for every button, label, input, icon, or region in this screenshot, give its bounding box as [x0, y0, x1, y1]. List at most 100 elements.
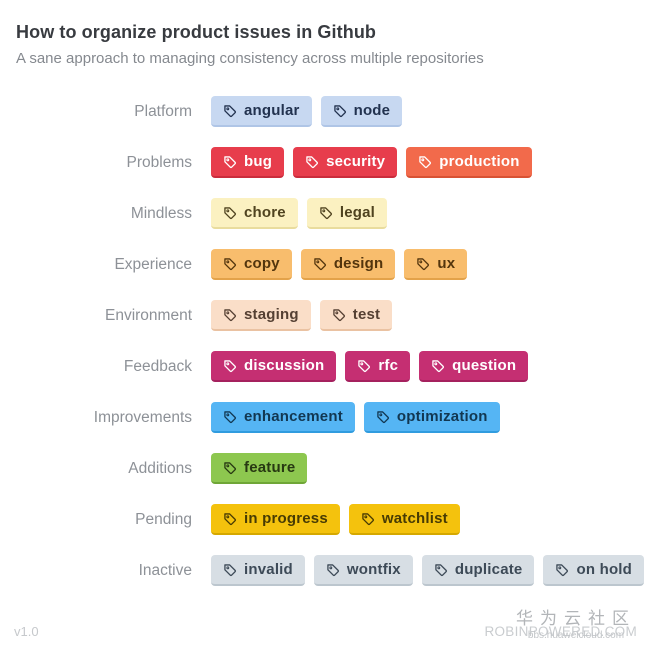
tag-icon — [432, 359, 445, 372]
tag-chip: enhancement — [211, 402, 355, 433]
category-row: Feedback discussion rfc question — [16, 351, 634, 382]
tag-chip: copy — [211, 249, 292, 280]
tag-icon — [224, 206, 236, 219]
tag-label: discussion — [244, 357, 325, 374]
category-row: Environment staging test — [16, 300, 634, 331]
tag-icon — [362, 512, 374, 525]
tag-chip: watchlist — [348, 504, 460, 535]
tag-chip: design — [300, 249, 396, 280]
category-row: Mindless chore legal — [16, 198, 634, 229]
tag-label: chore — [244, 204, 286, 221]
page-subtitle: A sane approach to managing consistency … — [16, 50, 484, 67]
tag-icon — [556, 563, 569, 576]
tag-label: test — [352, 306, 381, 323]
category-label: Pending — [135, 510, 192, 528]
tag-chip: optimization — [363, 402, 500, 433]
tag-label: question — [452, 357, 517, 374]
tag-icon — [224, 410, 236, 423]
tag-chip: staging — [211, 300, 311, 331]
category-label: Additions — [128, 459, 192, 477]
tag-chip: question — [419, 351, 529, 382]
tag-chip: security — [293, 147, 398, 178]
category-label: Feedback — [123, 357, 192, 375]
tag-label: node — [353, 102, 391, 119]
tag-icon — [435, 563, 447, 576]
tag-chip: production — [406, 147, 532, 178]
tag-icon — [417, 257, 430, 270]
tag-icon — [377, 410, 389, 423]
tag-icon — [224, 257, 236, 270]
tag-chip: ux — [404, 249, 468, 280]
brand-label: ROBINPOWERED.COM — [484, 624, 637, 639]
tag-group: angular node — [211, 96, 403, 127]
tag-chip: angular — [211, 96, 312, 127]
tag-label: feature — [244, 459, 296, 476]
tag-group: chore legal — [211, 198, 388, 229]
tag-icon — [224, 563, 236, 576]
tag-icon — [224, 308, 236, 321]
tag-icon — [333, 308, 345, 321]
tag-chip: invalid — [211, 555, 305, 586]
tag-group: in progress watchlist — [211, 504, 460, 535]
tag-icon — [320, 206, 332, 219]
tag-icon — [358, 359, 371, 372]
tag-group: staging test — [211, 300, 393, 331]
tag-chip: duplicate — [421, 555, 535, 586]
tag-icon — [314, 257, 326, 270]
tag-icon — [224, 512, 236, 525]
tag-label: design — [333, 255, 384, 272]
tag-icon — [224, 155, 236, 168]
tag-chip: test — [319, 300, 393, 331]
tag-chip: chore — [211, 198, 298, 229]
tag-chip: rfc — [345, 351, 411, 382]
category-label: Problems — [126, 153, 192, 171]
category-label: Improvements — [93, 408, 192, 426]
category-row: Experience copy design ux — [16, 249, 634, 280]
tag-label: optimization — [396, 408, 488, 425]
category-rows: Platform angular node Problems bug secur… — [16, 96, 645, 586]
tag-chip: legal — [306, 198, 388, 229]
tag-chip: bug — [211, 147, 285, 178]
category-row: Inactive invalid wontfix duplicate on ho… — [16, 555, 645, 586]
tag-label: rfc — [378, 357, 399, 374]
tag-chip: discussion — [211, 351, 337, 382]
tag-label: in progress — [244, 510, 328, 527]
category-label: Mindless — [130, 204, 192, 222]
category-label: Environment — [104, 306, 192, 324]
tag-icon — [224, 104, 236, 117]
tag-icon — [327, 563, 339, 576]
tag-chip: node — [320, 96, 403, 127]
tag-label: bug — [244, 153, 273, 170]
tag-chip: on hold — [543, 555, 645, 586]
page-title: How to organize product issues in Github — [16, 22, 377, 42]
tag-chip: in progress — [211, 504, 340, 535]
tag-icon — [333, 104, 346, 117]
version-label: v1.0 — [14, 624, 39, 639]
tag-icon — [224, 461, 236, 474]
category-label: Platform — [134, 102, 192, 120]
tag-label: duplicate — [454, 561, 523, 578]
tag-group: bug security production — [211, 147, 532, 178]
tag-group: copy design ux — [211, 249, 468, 280]
category-row: Additions feature — [16, 453, 634, 484]
tag-label: invalid — [244, 561, 293, 578]
tag-label: enhancement — [244, 408, 343, 425]
tag-label: on hold — [576, 561, 633, 578]
tag-chip: wontfix — [313, 555, 413, 586]
category-row: Pending in progress watchlist — [16, 504, 634, 535]
tag-group: enhancement optimization — [211, 402, 500, 433]
tag-label: copy — [244, 255, 280, 272]
tag-label: staging — [244, 306, 299, 323]
tag-group: discussion rfc question — [211, 351, 529, 382]
tag-icon — [419, 155, 432, 168]
tag-chip: feature — [211, 453, 308, 484]
category-row: Improvements enhancement optimization — [16, 402, 634, 433]
tag-icon — [306, 155, 319, 168]
tag-label: security — [326, 153, 386, 170]
category-label: Inactive — [138, 561, 192, 579]
tag-group: feature — [211, 453, 308, 484]
tag-label: legal — [339, 204, 376, 221]
tag-label: wontfix — [346, 561, 401, 578]
tag-group: invalid wontfix duplicate on hold — [211, 555, 645, 586]
